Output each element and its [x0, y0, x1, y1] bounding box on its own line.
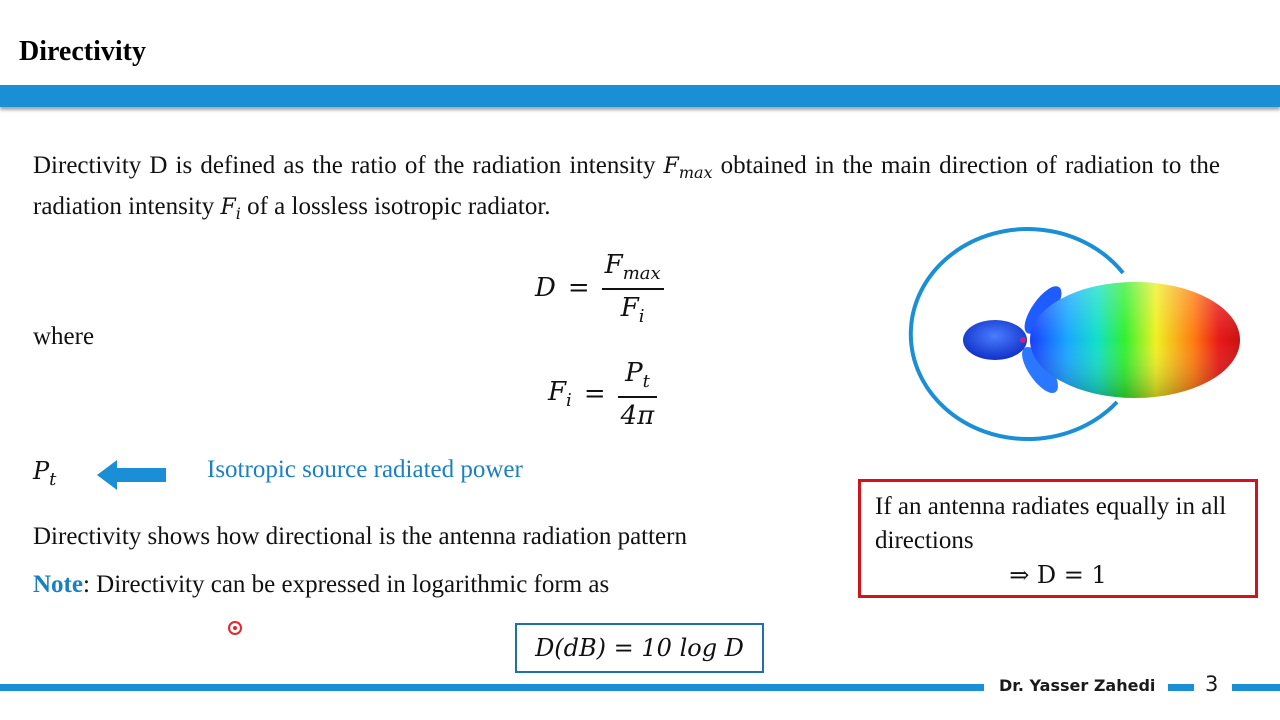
- pt-description: Isotropic source radiated power: [207, 456, 523, 483]
- note-line: Note: Directivity can be expressed in lo…: [33, 571, 609, 599]
- title-divider-bar: [0, 85, 1280, 107]
- footer-line-left: [0, 684, 984, 691]
- eq2-equals: =: [583, 379, 606, 410]
- isotropic-callout-box: If an antenna radiates equally in all di…: [858, 479, 1258, 598]
- eq1-denominator: Fi: [620, 292, 645, 327]
- pointer-indicator: [228, 621, 242, 635]
- radiation-pattern-icon: [895, 215, 1250, 460]
- intro-text-1: Directivity D is defined as the ratio of…: [33, 152, 664, 179]
- intro-paragraph: Directivity D is defined as the ratio of…: [33, 149, 1220, 231]
- page-number: 3: [1205, 672, 1219, 696]
- eq2-numerator: Pt: [625, 358, 650, 392]
- intro-text-3: of a lossless isotropic radiator.: [240, 193, 551, 220]
- eq1-fraction: Fmax Fi: [601, 250, 664, 327]
- footer-line-mid: [1168, 684, 1194, 691]
- isotropic-intensity-equation: Fi = Pt 4π: [548, 358, 658, 431]
- where-label: where: [33, 323, 95, 350]
- note-label: Note: [33, 571, 83, 598]
- directivity-explanation: Directivity shows how directional is the…: [33, 523, 687, 550]
- db-formula-box: D(dB) = 10 log D: [515, 623, 764, 673]
- directivity-equation: D = Fmax Fi: [535, 250, 664, 327]
- f-max-symbol: Fmax: [663, 154, 713, 182]
- eq2-lhs: Fi: [548, 377, 572, 412]
- eq2-denominator: 4π: [620, 400, 655, 431]
- pt-symbol: Pt: [33, 457, 57, 490]
- callout-result: ⇒ D = 1: [1009, 561, 1107, 589]
- eq2-fraction: Pt 4π: [617, 358, 658, 431]
- note-text: : Directivity can be expressed in logari…: [82, 571, 610, 598]
- intro-text-2: obtained in the main direction of radiat…: [33, 152, 1220, 220]
- footer-author: Dr. Yasser Zahedi: [999, 676, 1156, 695]
- f-i-symbol: Fi: [220, 195, 241, 223]
- page-title: Directivity: [19, 36, 146, 67]
- callout-text: If an antenna radiates equally in all di…: [875, 493, 1227, 554]
- left-arrow-icon: [97, 460, 167, 495]
- db-formula: D(dB) = 10 log D: [535, 634, 744, 662]
- eq1-fraction-bar: [601, 288, 664, 290]
- eq1-equals: =: [567, 273, 590, 304]
- eq1-lhs: D: [535, 273, 556, 304]
- footer-line-right: [1232, 684, 1280, 691]
- eq2-fraction-bar: [617, 396, 658, 398]
- eq1-numerator: Fmax: [604, 250, 661, 284]
